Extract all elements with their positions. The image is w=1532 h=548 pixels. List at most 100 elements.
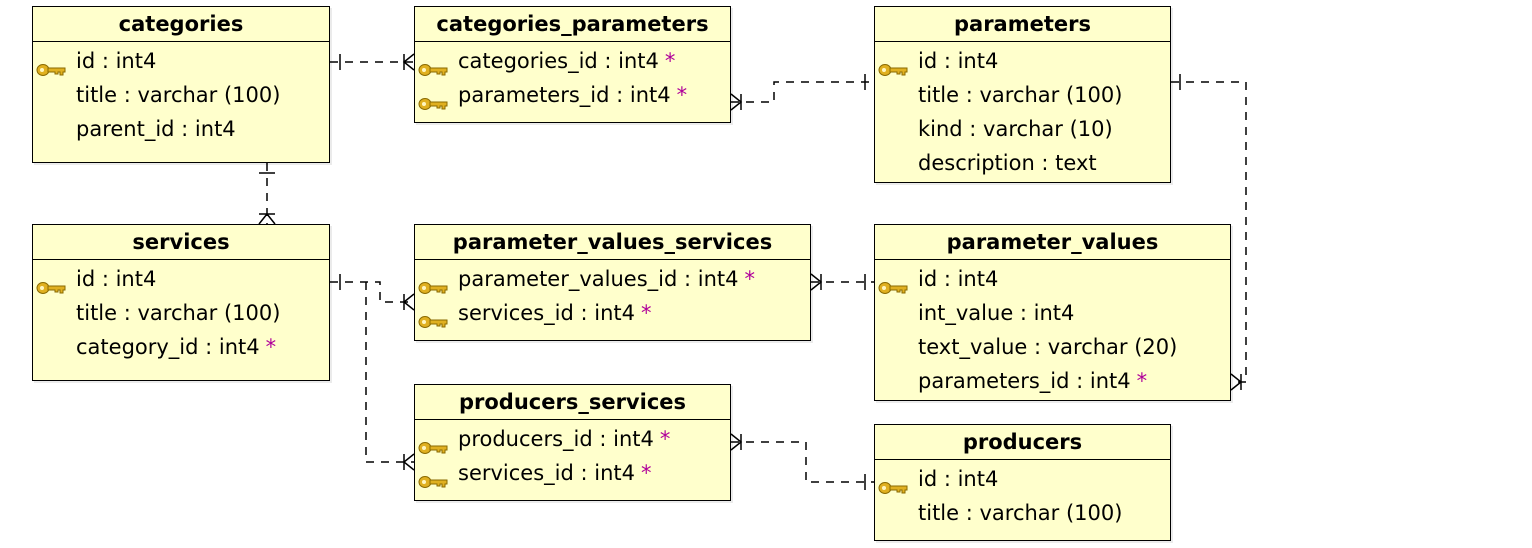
table-title: parameter_values bbox=[875, 225, 1230, 260]
column-text: title : varchar (100) bbox=[76, 296, 280, 330]
column-text: category_id : int4* bbox=[76, 330, 276, 364]
table-title: categories_parameters bbox=[415, 7, 730, 42]
column-text: title : varchar (100) bbox=[76, 78, 280, 112]
column-label: text_value : varchar (20) bbox=[918, 335, 1178, 359]
column-row[interactable]: id : int4 bbox=[875, 462, 1170, 496]
column-text: producers_id : int4* bbox=[458, 422, 670, 456]
column-row[interactable]: parameters_id : int4* bbox=[415, 78, 730, 112]
column-label: id : int4 bbox=[918, 467, 999, 491]
column-row[interactable]: title : varchar (100) bbox=[875, 496, 1170, 530]
link-categories-categories-parameters bbox=[330, 53, 415, 71]
column-row[interactable]: category_id : int4* bbox=[33, 330, 329, 364]
column-row[interactable]: title : varchar (100) bbox=[875, 78, 1170, 112]
link-parameter-values-services-parameter-values bbox=[810, 273, 874, 291]
table-columns: id : int4 int_value : int4 text_value : va… bbox=[875, 260, 1230, 398]
column-label: title : varchar (100) bbox=[76, 83, 281, 107]
table-columns: id : int4 title : varchar (100) parent_id … bbox=[33, 42, 329, 146]
column-text: int_value : int4 bbox=[918, 296, 1074, 330]
key-icon bbox=[418, 272, 450, 294]
key-icon bbox=[36, 272, 68, 294]
key-icon bbox=[418, 54, 450, 76]
key-icon bbox=[418, 466, 450, 488]
column-row[interactable]: id : int4 bbox=[875, 44, 1170, 78]
foreign-key-marker: * bbox=[641, 461, 652, 485]
column-row[interactable]: title : varchar (100) bbox=[33, 78, 329, 112]
column-label: categories_id : int4 bbox=[458, 49, 659, 73]
table-columns: id : int4 title : varchar (100) bbox=[875, 460, 1170, 530]
column-row[interactable]: kind : varchar (10) bbox=[875, 112, 1170, 146]
table-columns: id : int4 title : varchar (100) kind : var… bbox=[875, 42, 1170, 180]
column-row[interactable]: parameter_values_id : int4* bbox=[415, 262, 810, 296]
column-label: producers_id : int4 bbox=[458, 427, 654, 451]
key-icon bbox=[418, 88, 450, 110]
column-row[interactable]: services_id : int4* bbox=[415, 296, 810, 330]
table-title: services bbox=[33, 225, 329, 260]
column-text: parent_id : int4 bbox=[76, 112, 236, 146]
column-label: id : int4 bbox=[76, 267, 157, 291]
column-label: parameters_id : int4 bbox=[918, 369, 1131, 393]
column-label: id : int4 bbox=[918, 49, 999, 73]
table-title: producers bbox=[875, 425, 1170, 460]
table-categories[interactable]: categories id : int4 title : varchar (100)… bbox=[32, 6, 330, 163]
table-parameters[interactable]: parameters id : int4 title : varchar (100)… bbox=[874, 6, 1171, 183]
column-text: id : int4 bbox=[918, 462, 998, 496]
table-title: producers_services bbox=[415, 385, 730, 420]
column-row[interactable]: parent_id : int4 bbox=[33, 112, 329, 146]
column-text: id : int4 bbox=[76, 262, 156, 296]
key-icon bbox=[878, 272, 910, 294]
column-text: id : int4 bbox=[918, 262, 998, 296]
column-row[interactable]: text_value : varchar (20) bbox=[875, 330, 1230, 364]
foreign-key-marker: * bbox=[676, 83, 688, 107]
key-icon bbox=[36, 54, 68, 76]
column-text: text_value : varchar (20) bbox=[918, 330, 1177, 364]
column-row[interactable]: description : text bbox=[875, 146, 1170, 180]
column-row[interactable]: categories_id : int4* bbox=[415, 44, 730, 78]
key-icon bbox=[878, 54, 910, 76]
link-categories-parameters-parameters bbox=[730, 74, 874, 111]
column-text: title : varchar (100) bbox=[918, 78, 1122, 112]
link-parameters-parameter-values bbox=[1171, 74, 1247, 391]
column-label: services_id : int4 bbox=[458, 461, 635, 485]
column-text: services_id : int4* bbox=[458, 296, 652, 330]
table-services[interactable]: services id : int4 title : varchar (100) ca… bbox=[32, 224, 330, 381]
column-label: title : varchar (100) bbox=[918, 83, 1123, 107]
column-row[interactable]: id : int4 bbox=[33, 44, 329, 78]
link-producers-services-producers bbox=[730, 433, 874, 490]
table-producers[interactable]: producers id : int4 title : varchar (100) bbox=[874, 424, 1171, 541]
foreign-key-marker: * bbox=[744, 267, 756, 291]
foreign-key-marker: * bbox=[265, 335, 277, 359]
link-categories-services bbox=[258, 163, 276, 225]
column-row[interactable]: parameters_id : int4* bbox=[875, 364, 1230, 398]
column-label: parameters_id : int4 bbox=[458, 83, 671, 107]
column-text: id : int4 bbox=[76, 44, 156, 78]
column-label: category_id : int4 bbox=[76, 335, 260, 359]
table-columns: parameter_values_id : int4*services_id :… bbox=[415, 260, 810, 330]
table-columns: categories_id : int4*parameters_id : int… bbox=[415, 42, 730, 112]
column-row[interactable]: id : int4 bbox=[875, 262, 1230, 296]
column-row[interactable]: id : int4 bbox=[33, 262, 329, 296]
table-title: parameters bbox=[875, 7, 1170, 42]
column-label: parameter_values_id : int4 bbox=[458, 267, 739, 291]
table-title: categories bbox=[33, 7, 329, 42]
key-icon bbox=[878, 472, 910, 494]
column-row[interactable]: int_value : int4 bbox=[875, 296, 1230, 330]
column-label: title : varchar (100) bbox=[76, 301, 281, 325]
column-row[interactable]: producers_id : int4* bbox=[415, 422, 730, 456]
column-row[interactable]: title : varchar (100) bbox=[33, 296, 329, 330]
column-label: id : int4 bbox=[76, 49, 157, 73]
link-services-parameter-values-services bbox=[330, 274, 415, 311]
column-text: parameters_id : int4* bbox=[458, 78, 687, 112]
foreign-key-marker: * bbox=[1136, 369, 1148, 393]
column-label: id : int4 bbox=[918, 267, 999, 291]
foreign-key-marker: * bbox=[641, 301, 652, 325]
column-label: title : varchar (100) bbox=[918, 501, 1123, 525]
column-label: kind : varchar (10) bbox=[918, 117, 1113, 141]
column-label: services_id : int4 bbox=[458, 301, 635, 325]
column-row[interactable]: services_id : int4* bbox=[415, 456, 730, 490]
column-text: parameter_values_id : int4* bbox=[458, 262, 755, 296]
